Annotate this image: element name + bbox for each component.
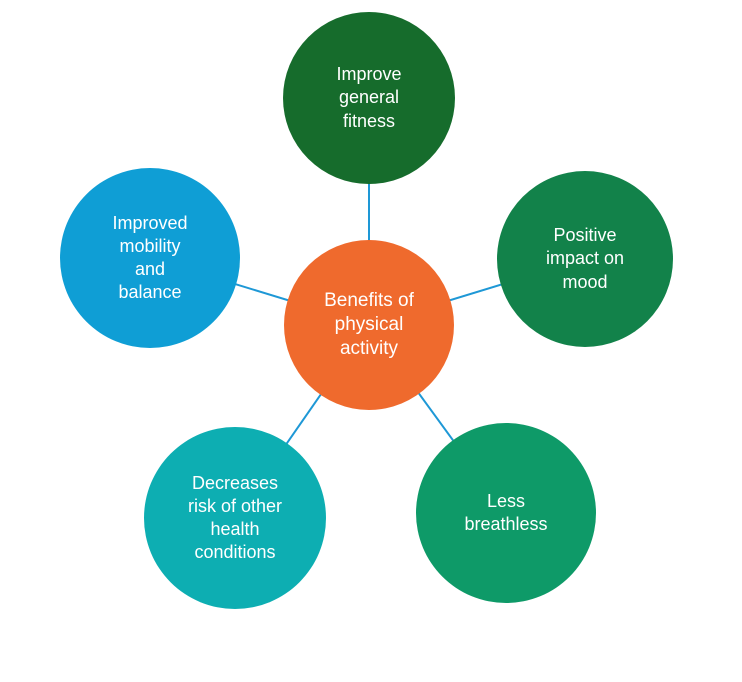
node-benefits-of-physical-activity: Benefits of physical activity	[284, 240, 454, 410]
node-improved-mobility-and-balance: Improved mobility and balance	[60, 168, 240, 348]
node-decreases-risk-of-other-health-conditions: Decreases risk of other health condition…	[144, 427, 326, 609]
node-label-less-breathless: Less breathless	[464, 490, 548, 534]
node-positive-impact-on-mood: Positive impact on mood	[497, 171, 673, 347]
node-label-decreases-risk-of-other-health-conditions: Decreases risk of other health condition…	[187, 472, 283, 563]
node-improve-general-fitness: Improve general fitness	[283, 12, 455, 184]
node-less-breathless: Less breathless	[416, 423, 596, 603]
node-label-improve-general-fitness: Improve general fitness	[336, 64, 402, 131]
node-label-benefits-of-physical-activity: Benefits of physical activity	[324, 289, 414, 360]
node-label-positive-impact-on-mood: Positive impact on mood	[545, 225, 625, 292]
node-label-improved-mobility-and-balance: Improved mobility and balance	[112, 212, 188, 303]
